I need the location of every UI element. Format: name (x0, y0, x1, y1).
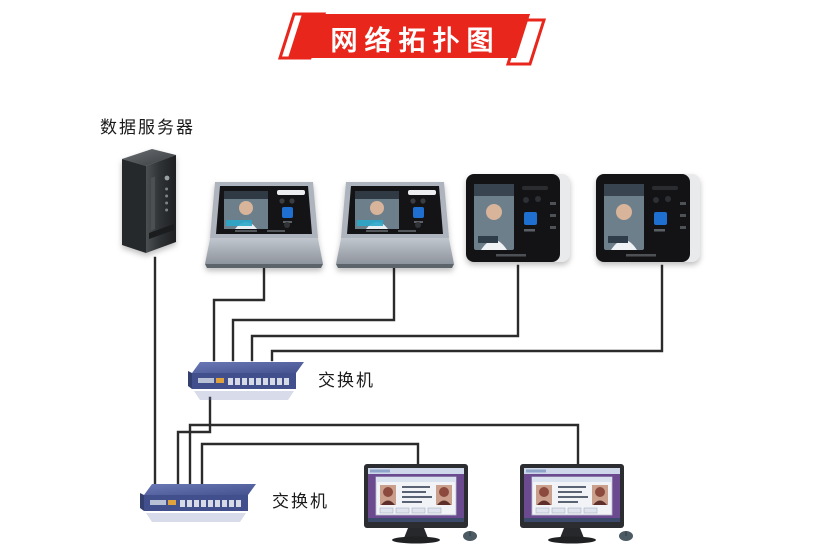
cable-workstation2-to-switch2 (188, 423, 580, 494)
server-tower-icon (122, 149, 176, 253)
switch-1-label: 交换机 (318, 371, 375, 391)
cable-terminal1-to-switch1 (212, 266, 266, 362)
wall-face-terminal-icon (466, 174, 570, 262)
cable-workstation1-to-switch2 (200, 442, 420, 494)
face-recognition-terminal-icon (336, 182, 454, 268)
wall-face-terminal-icon (596, 174, 700, 262)
switch-2-label: 交换机 (272, 492, 329, 512)
cable-terminal3-to-switch1 (250, 264, 520, 362)
face-terminal-4[interactable] (596, 172, 700, 264)
network-switch-icon (188, 362, 304, 400)
title-banner: 网络拓扑图 (272, 8, 552, 70)
face-terminal-2[interactable] (336, 172, 454, 268)
cable-layer (153, 256, 664, 494)
cable-terminal4-to-switch1 (270, 264, 664, 362)
banner-shape (277, 12, 547, 66)
cable-terminal2-to-switch1 (231, 266, 396, 362)
cable-switch1-to-switch2 (176, 396, 212, 494)
network-switch-2[interactable] (138, 480, 262, 526)
face-terminal-3[interactable] (466, 172, 570, 264)
network-switch-icon (140, 484, 256, 522)
face-terminal-1[interactable] (205, 172, 323, 268)
network-switch-1[interactable] (186, 358, 310, 404)
workstation-1[interactable] (362, 462, 478, 544)
desktop-monitor-icon (364, 464, 477, 544)
server-tower[interactable] (118, 145, 180, 257)
desktop-monitor-icon (520, 464, 633, 544)
workstation-2[interactable] (518, 462, 634, 544)
server-label: 数据服务器 (100, 118, 195, 138)
page-title: 网络拓扑图 (330, 25, 501, 57)
face-recognition-terminal-icon (205, 182, 323, 268)
network-topology-diagram: 网络拓扑图 数据服务器 (100, 8, 700, 544)
